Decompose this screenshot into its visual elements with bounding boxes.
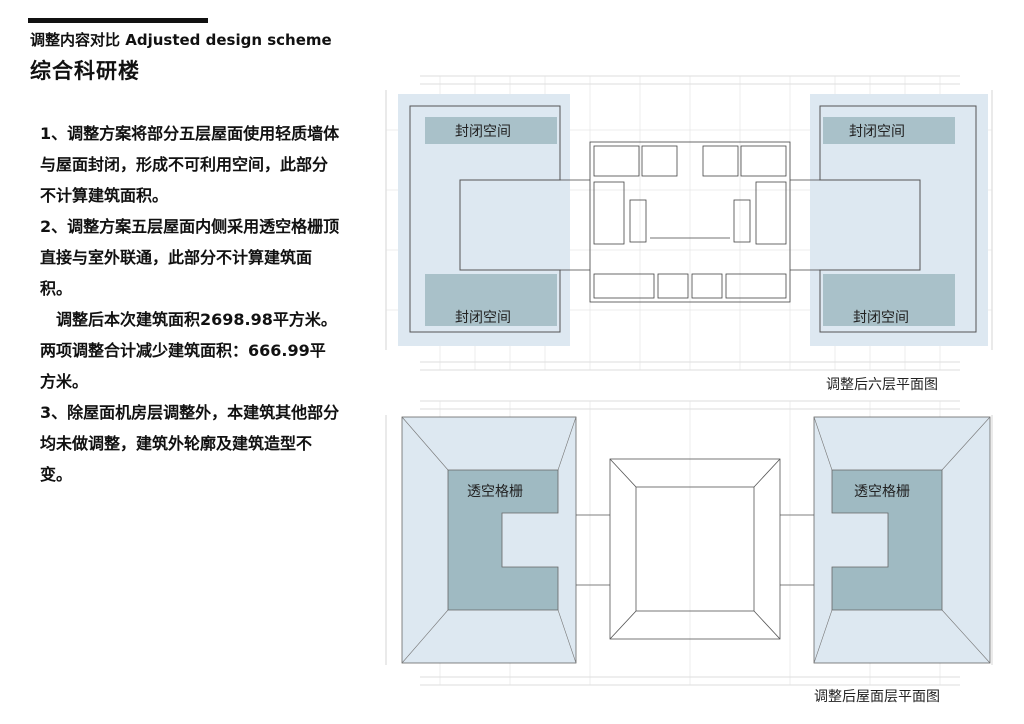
right-wing [810,94,988,346]
roof-floor-caption: 调整后屋面层平面图 [814,689,940,705]
sixth-floor-caption: 调整后六层平面图 [826,377,938,393]
note-2: 2、调整方案五层屋面内侧采用透空格栅顶直接与室外联通，此部分不计算建筑面积。 [40,217,340,298]
adjustment-notes: 1、调整方案将部分五层屋面使用轻质墙体与屋面封闭，形成不可利用空间，此部分不计算… [40,118,340,490]
closed-space-bottom-left [425,274,557,326]
central-core [560,141,820,303]
sixth-floor-plan: 封闭空间 封闭空间 封闭空间 封闭空间 [380,70,1000,390]
label-closed-space-3: 封闭空间 [455,310,511,326]
label-closed-space-1: 封闭空间 [455,124,511,140]
left-wing-outline [409,105,561,333]
right-roof [813,416,991,664]
lattice-right [831,469,943,611]
closed-space-top-left [425,117,557,144]
label-lattice-left: 透空格栅 [467,484,523,500]
label-closed-space-4: 封闭空间 [853,310,909,326]
right-roof-ridges [813,416,991,664]
roof-floor-drawing: 透空格栅 透空格栅 [385,400,993,686]
header-accent-bar [28,18,208,23]
label-lattice-right: 透空格栅 [854,484,910,500]
note-3: 调整后本次建筑面积2698.98平方米。两项调整合计减少建筑面积：666.99平… [40,310,337,391]
left-roof [401,416,577,664]
lattice-left [447,469,559,611]
left-roof-ridges [401,416,577,664]
page-title: 综合科研楼 [30,59,140,83]
central-roof [576,458,814,640]
label-closed-space-2: 封闭空间 [849,124,905,140]
closed-space-bottom-right [823,274,955,326]
note-1: 1、调整方案将部分五层屋面使用轻质墙体与屋面封闭，形成不可利用空间，此部分不计算… [40,124,340,205]
closed-space-top-right [823,117,955,144]
note-4: 3、除屋面机房层调整外，本建筑其他部分均未做调整，建筑外轮廓及建筑造型不变。 [40,403,340,484]
roof-floor-plan: 透空格栅 透空格栅 [380,395,1000,690]
page-subtitle: 调整内容对比 Adjusted design scheme [30,31,332,49]
left-wing [398,94,570,346]
sixth-floor-drawing: 封闭空间 封闭空间 封闭空间 封闭空间 [385,75,993,371]
